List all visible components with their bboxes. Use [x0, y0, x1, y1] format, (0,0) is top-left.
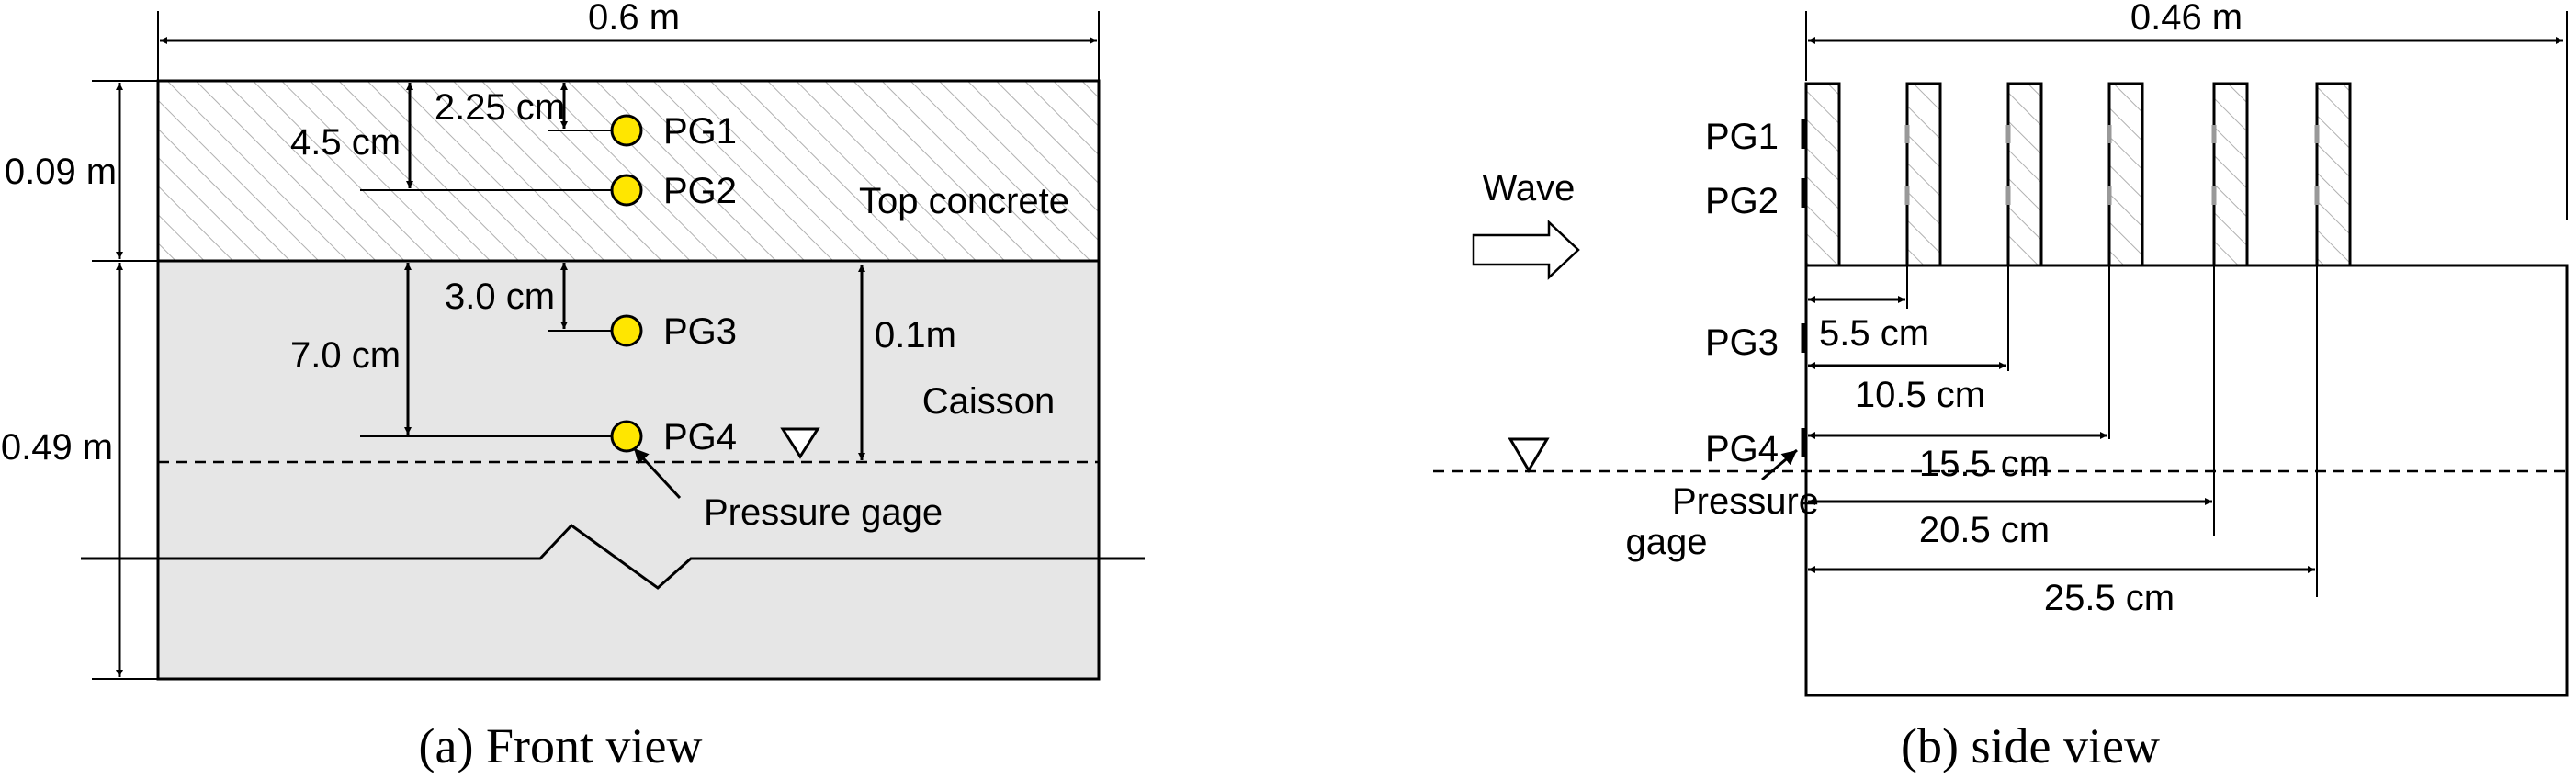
caisson-height-label: 0.49 m — [1, 427, 113, 468]
side-caption: (b) side view — [1901, 718, 2160, 773]
spacing-label-4: 20.5 cm — [1919, 510, 2050, 550]
fin — [2107, 82, 2144, 267]
fin — [1804, 82, 1841, 267]
d1-label: 2.25 cm — [435, 87, 565, 128]
side-swl-symbol — [1508, 437, 1550, 473]
side-pg1-label: PG1 — [1705, 117, 1779, 157]
pg4-gauge — [610, 420, 643, 453]
front-pg3-label: PG3 — [663, 311, 737, 352]
front-pressure-gage-label: Pressure gage — [704, 492, 943, 533]
front-caption: (a) Front view — [419, 718, 703, 773]
side-caisson-body — [1804, 264, 2569, 697]
spacing-label-5: 25.5 cm — [2044, 578, 2175, 618]
d2-label: 4.5 cm — [290, 122, 401, 163]
front-width-label: 0.6 m — [588, 0, 680, 38]
top-concrete-label: Top concrete — [859, 181, 1069, 221]
swl-depth-label: 0.1m — [875, 315, 956, 356]
caisson-label: Caisson — [922, 381, 1056, 422]
spacing-label-1: 5.5 cm — [1819, 313, 1929, 354]
side-pressure-gage-label-2: gage — [1626, 522, 1708, 562]
side-view: 0.46 m PG1 PG — [1433, 0, 2569, 773]
pg3-gauge — [610, 314, 643, 347]
d4-label: 7.0 cm — [290, 335, 401, 376]
fin — [2006, 82, 2043, 267]
front-view: 0.6 m 0.09 m 0.49 m 2.25 cm PG1 4.5 cm P… — [1, 0, 1145, 773]
side-pressure-gage-label-1: Pressure — [1672, 481, 1819, 522]
fin — [1905, 82, 1942, 267]
side-pg4-label: PG4 — [1705, 429, 1779, 469]
fin — [2315, 82, 2352, 267]
fin — [2212, 82, 2249, 267]
side-pg3-label: PG3 — [1705, 322, 1779, 363]
front-pg1-label: PG1 — [663, 111, 737, 152]
spacing-label-2: 10.5 cm — [1855, 375, 1985, 415]
front-pressure-gage-leader — [632, 446, 682, 500]
seabed-break-line — [81, 524, 1145, 590]
side-pg2-label: PG2 — [1705, 181, 1779, 221]
front-pg4-label: PG4 — [663, 417, 737, 457]
side-width-label: 0.46 m — [2130, 0, 2243, 38]
side-pressure-gage-leader — [1761, 448, 1798, 481]
top-concrete-block — [156, 79, 1101, 263]
side-fins — [1804, 82, 2352, 267]
pg2-gauge — [610, 174, 643, 207]
d3-label: 3.0 cm — [445, 277, 555, 317]
spacing-label-3: 15.5 cm — [1919, 444, 2050, 484]
front-pg2-label: PG2 — [663, 171, 737, 211]
top-height-label: 0.09 m — [5, 152, 117, 192]
pg1-gauge — [610, 114, 643, 147]
wave-arrow-icon — [1472, 220, 1580, 280]
wave-label: Wave — [1483, 168, 1576, 209]
front-swl-symbol — [780, 427, 820, 459]
